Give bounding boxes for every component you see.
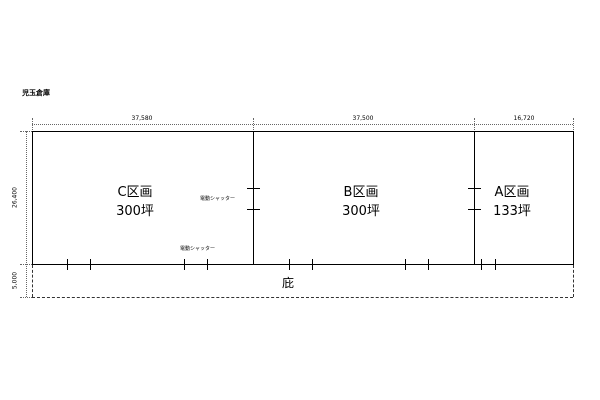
zone-c: C区画 300坪 xyxy=(100,183,170,221)
zone-b-name: B区画 xyxy=(343,185,379,200)
shutter-mark xyxy=(247,188,260,189)
shutter-mark xyxy=(428,259,429,270)
eave-right-edge xyxy=(573,265,574,297)
zone-b-area: 300坪 xyxy=(342,204,380,219)
shutter-mark xyxy=(207,259,208,270)
wall-left xyxy=(32,131,33,265)
shutter-mark xyxy=(247,209,260,210)
shutter-mark xyxy=(495,259,496,270)
dim-a-width: 16,720 xyxy=(513,115,535,122)
zone-c-area: 300坪 xyxy=(116,204,154,219)
zone-a-area: 133坪 xyxy=(493,204,531,219)
shutter-mark xyxy=(468,209,481,210)
shutter-mark xyxy=(312,259,313,270)
shutter-mark xyxy=(481,259,482,270)
dim-line-left xyxy=(26,131,27,297)
zone-a: A区画 133坪 xyxy=(477,183,547,221)
shutter-note-bottom: 電動シャッター xyxy=(180,246,216,252)
shutter-mark xyxy=(184,259,185,270)
wall-partition-bc xyxy=(253,131,254,265)
dim-ext-right xyxy=(573,118,574,130)
wall-partition-ba xyxy=(474,131,475,265)
dim-eave-depth: 5,000 xyxy=(11,271,19,290)
dim-line-top xyxy=(32,124,573,125)
dim-depth: 26,400 xyxy=(11,187,19,208)
zone-c-name: C区画 xyxy=(117,185,153,200)
wall-bottom xyxy=(32,264,574,265)
wall-top xyxy=(32,131,574,132)
eave-left-edge xyxy=(32,265,33,297)
shutter-mark xyxy=(67,259,68,270)
eave-bottom-edge xyxy=(32,297,573,298)
zone-a-name: A区画 xyxy=(494,185,530,200)
shutter-mark xyxy=(468,188,481,189)
dim-c-width: 37,580 xyxy=(131,115,153,122)
dim-b-width: 37,500 xyxy=(352,115,374,122)
dim-ext-bottom-left xyxy=(20,297,32,298)
shutter-note-side: 電動シャッター xyxy=(200,196,236,202)
shutter-mark xyxy=(289,259,290,270)
warehouse-title: 児玉倉庫 xyxy=(22,89,50,97)
eave-label: 庇 xyxy=(281,276,294,290)
shutter-mark xyxy=(405,259,406,270)
shutter-mark xyxy=(90,259,91,270)
wall-right xyxy=(573,131,574,265)
zone-b: B区画 300坪 xyxy=(326,183,396,221)
